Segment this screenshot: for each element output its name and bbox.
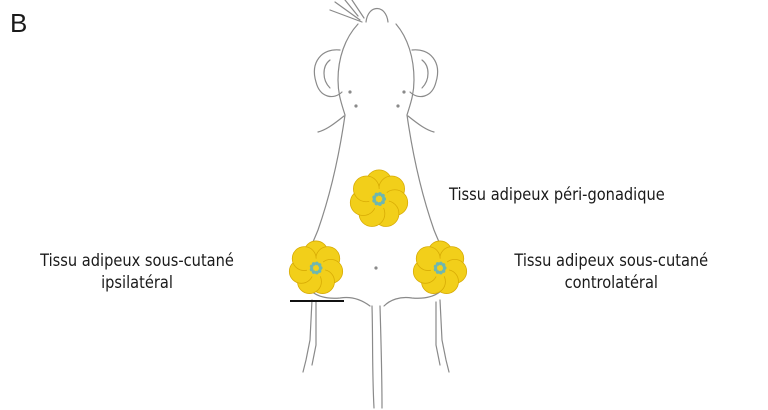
label-line: Tissu adipeux sous-cutané [484,250,739,272]
label-subcutaneous-contralateral: Tissu adipeux sous-cutané controlatéral [484,250,739,294]
label-peri-gonadal: Tissu adipeux péri-gonadique [449,184,665,206]
label-line: ipsilatéral [8,272,266,294]
label-line: Tissu adipeux sous-cutané [8,250,266,272]
fat-pad-subcutaneous-ipsilateral-icon [289,241,342,294]
label-subcutaneous-ipsilateral: Tissu adipeux sous-cutané ipsilatéral [8,250,266,294]
fat-pad-subcutaneous-contralateral-icon [413,241,466,294]
label-line: controlatéral [484,272,739,294]
fat-pad-peri-gonadal-icon [350,170,407,227]
